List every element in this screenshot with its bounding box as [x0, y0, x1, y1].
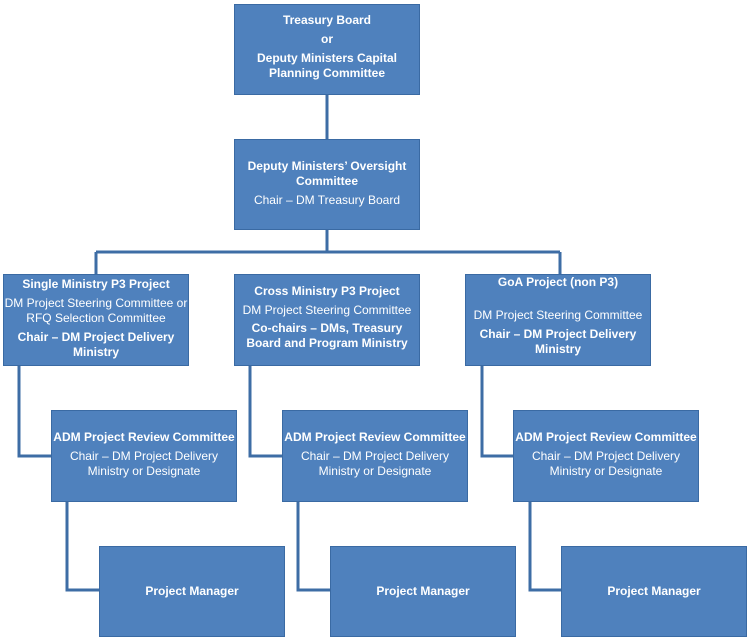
adm-review-box-middle: ADM Project Review Committee Chair – DM …: [282, 410, 468, 502]
cross-ministry-committee: DM Project Steering Committee: [242, 303, 412, 317]
cross-ministry-p3-box: Cross Ministry P3 Project DM Project Ste…: [234, 274, 420, 366]
oversight-committee-chair: Chair – DM Treasury Board: [253, 193, 401, 207]
single-ministry-title: Single Ministry P3 Project: [22, 277, 170, 291]
connector-adm-pm-middle: [296, 502, 330, 592]
adm-review-chair: Chair – DM Project Delivery Ministry or …: [69, 449, 219, 478]
dm-capital-planning-committee: Deputy Ministers Capital Planning Commit…: [256, 51, 398, 80]
cross-ministry-chair: Co-chairs – DMs, Treasury Board and Prog…: [246, 321, 408, 350]
adm-review-chair: Chair – DM Project Delivery Ministry or …: [300, 449, 450, 478]
project-manager-label: Project Manager: [376, 584, 470, 598]
connector-cross-adm: [248, 366, 282, 458]
goa-project-box: GoA Project (non P3) DM Project Steering…: [465, 274, 651, 366]
connector-goa-adm: [480, 366, 513, 458]
adm-review-box-left: ADM Project Review Committee Chair – DM …: [51, 410, 237, 502]
adm-review-title: ADM Project Review Committee: [515, 430, 697, 444]
project-manager-label: Project Manager: [607, 584, 701, 598]
single-ministry-p3-box: Single Ministry P3 Project DM Project St…: [3, 274, 189, 366]
goa-project-committee: DM Project Steering Committee: [473, 308, 643, 322]
goa-project-title: GoA Project (non P3): [497, 275, 619, 289]
connector-single-adm: [17, 366, 51, 458]
treasury-board-or: or: [321, 32, 333, 46]
adm-review-chair: Chair – DM Project Delivery Ministry or …: [531, 449, 681, 478]
adm-review-title: ADM Project Review Committee: [284, 430, 466, 444]
connector-adm-pm-right: [528, 502, 561, 592]
project-manager-box-right: Project Manager: [561, 546, 747, 637]
cross-ministry-title: Cross Ministry P3 Project: [254, 284, 400, 298]
single-ministry-committee: DM Project Steering Committee or RFQ Sel…: [4, 296, 188, 325]
adm-review-box-right: ADM Project Review Committee Chair – DM …: [513, 410, 699, 502]
connector-adm-pm-left: [65, 502, 99, 592]
project-manager-label: Project Manager: [145, 584, 239, 598]
project-manager-box-middle: Project Manager: [330, 546, 516, 637]
oversight-committee-box: Deputy Ministers’ Oversight Committee Ch…: [234, 139, 420, 230]
oversight-committee-title: Deputy Ministers’ Oversight Committee: [247, 159, 407, 188]
treasury-board-box: Treasury Board or Deputy Ministers Capit…: [234, 4, 420, 95]
project-manager-box-left: Project Manager: [99, 546, 285, 637]
goa-project-chair: Chair – DM Project Delivery Ministry: [479, 327, 637, 356]
adm-review-title: ADM Project Review Committee: [53, 430, 235, 444]
treasury-board-title: Treasury Board: [282, 13, 372, 27]
single-ministry-chair: Chair – DM Project Delivery Ministry: [17, 330, 175, 359]
